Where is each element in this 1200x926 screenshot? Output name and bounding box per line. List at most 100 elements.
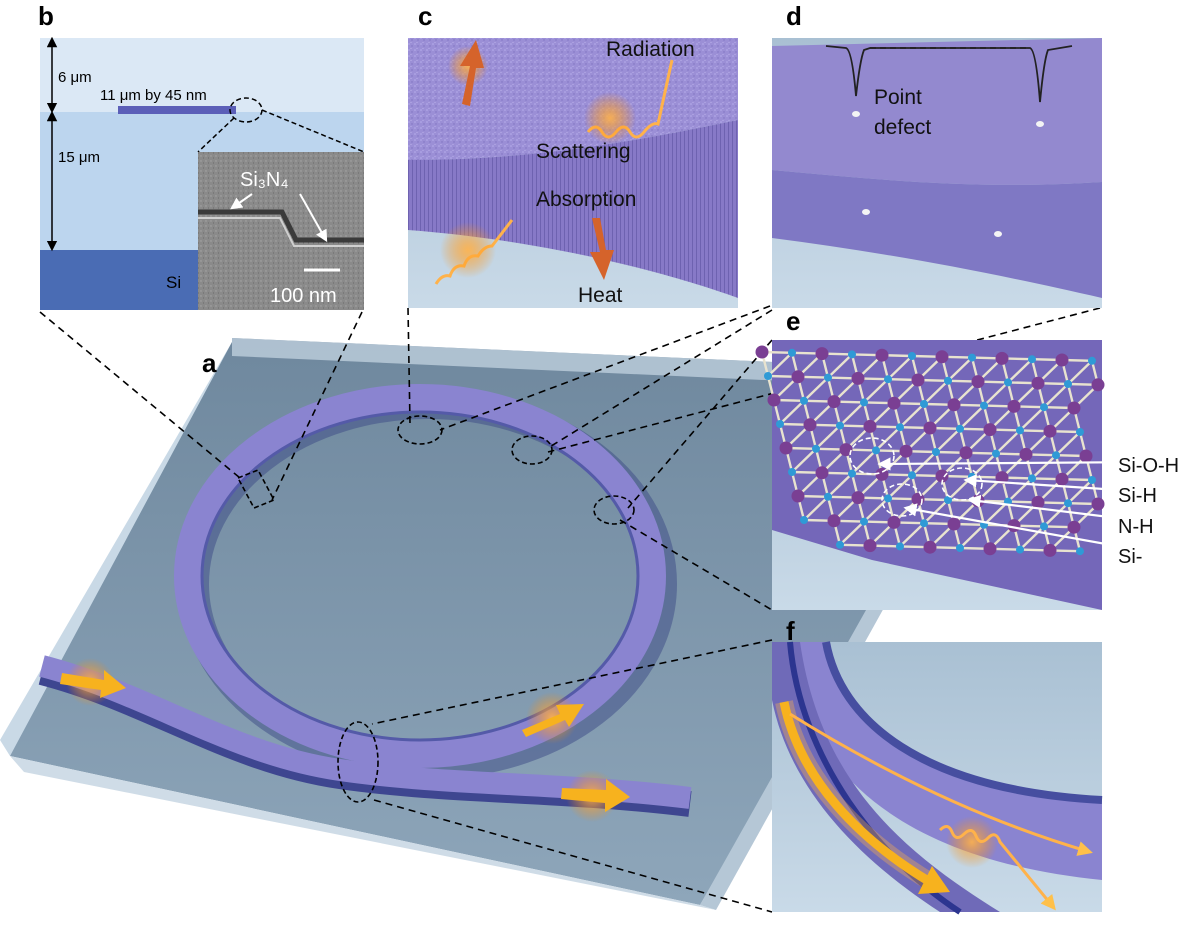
bond-label-0: Si-O-H (1118, 455, 1179, 477)
lattice-bond (1019, 406, 1045, 432)
waveguide-cross-section (118, 106, 236, 114)
lattice-bond (887, 355, 913, 381)
light-arrow-out (561, 770, 630, 822)
nitrogen-atom (800, 396, 808, 405)
point-defect-2 (1036, 121, 1044, 127)
nitrogen-atom (848, 469, 856, 478)
lattice-bond (827, 472, 853, 498)
silicon-atom (827, 395, 841, 409)
silicon-atom (779, 441, 793, 455)
sem-arrow-right (299, 193, 328, 243)
nitrogen-atom (944, 496, 952, 504)
panel-d-waveguide-top (772, 38, 1102, 185)
lattice-bond (827, 353, 853, 379)
ring-waveguide (174, 384, 666, 768)
label-heat: Heat (578, 284, 623, 307)
nitrogen-atom (1076, 428, 1084, 436)
lattice-bond (1007, 477, 1033, 503)
lattice-bond (899, 403, 925, 429)
scale-bar-label: 100 nm (270, 285, 337, 307)
point-defect-4 (994, 231, 1002, 237)
nitrogen-atom (848, 350, 856, 359)
panel-label-f: f (786, 616, 795, 646)
silicon-atom (875, 348, 889, 362)
silicon-atom (995, 471, 1009, 485)
sem-material-label: Si₃N₄ (240, 169, 289, 191)
silicon-atom (1043, 543, 1057, 557)
nitrogen-atom (800, 516, 808, 524)
lattice-bond (959, 404, 985, 430)
nitrogen-atom (860, 517, 868, 526)
nitrogen-atom (1088, 476, 1096, 484)
silicon-atom (947, 398, 961, 412)
panel-b: b 6 μm 11 μm by 45 nm 15 μm Si 100 nm Si… (38, 1, 365, 310)
ring-light-ray (789, 712, 1093, 856)
silicon-atom (983, 423, 997, 437)
nitrogen-atom (896, 542, 904, 551)
silicon-atom (863, 539, 877, 553)
silicon-atom (971, 375, 985, 389)
lattice-bond (839, 401, 865, 427)
nitrogen-atom (812, 444, 820, 453)
radiation-arrow (448, 40, 488, 106)
nitrogen-atom (932, 448, 940, 456)
nitrogen-atom (1004, 378, 1012, 387)
substrate-label: Si (166, 273, 181, 292)
incoming-photon-glow (440, 222, 496, 278)
lattice-bond (983, 500, 1009, 526)
silicon-atom (839, 443, 853, 457)
silicon-atom (1091, 497, 1105, 511)
bond-label-1: Si-H (1118, 485, 1157, 507)
nitrogen-atom (824, 373, 832, 382)
nitrogen-atom (1028, 355, 1036, 364)
silicon-atom (959, 446, 973, 460)
lattice-bond (1019, 525, 1045, 551)
silicon-atom (1055, 353, 1069, 367)
zoom-circle-f (337, 721, 379, 803)
panel-f: f (772, 616, 1103, 915)
cross-section-marker (236, 468, 276, 510)
silicon-atom (1091, 378, 1105, 392)
nitrogen-atom (980, 401, 988, 410)
silicon-atom (1031, 495, 1045, 509)
nitrogen-atom (956, 544, 964, 552)
nitrogen-atom (788, 348, 796, 357)
panel-d-waveguide-side (772, 170, 1102, 298)
nitrogen-atom (1064, 499, 1072, 508)
nitrogen-atom (788, 468, 796, 476)
scattered-photon-f (938, 816, 1056, 911)
silicon-atom (851, 491, 865, 505)
nitrogen-atom (884, 375, 892, 384)
silicon-atom (827, 514, 841, 528)
lattice-bond (863, 378, 889, 404)
nitrogen-atom (836, 421, 844, 430)
panel-label-b: b (38, 1, 54, 31)
lattice-bond (767, 351, 793, 377)
silicon-atom (887, 515, 901, 529)
sem-connector-right (261, 109, 365, 153)
sem-connector-left (197, 117, 235, 153)
lattice-bond (947, 356, 973, 382)
lattice-bond (1043, 383, 1069, 409)
lattice-bond (1043, 502, 1069, 528)
zoom-circle-d (511, 435, 553, 465)
nitrogen-atom (908, 352, 916, 360)
lattice-bond (923, 499, 949, 525)
lattice-bond (935, 427, 961, 453)
bottom-cladding-thickness: 15 μm (58, 149, 100, 166)
bond-label-2: N-H (1118, 516, 1154, 538)
lattice-bond (1055, 431, 1081, 457)
silicon-atom (1031, 376, 1045, 390)
top-cladding-thickness: 6 μm (58, 69, 92, 86)
lattice-bond (851, 449, 877, 475)
lattice-bond (839, 520, 865, 546)
nitrogen-atom (1052, 451, 1060, 460)
nitrogen-atom (1016, 545, 1024, 554)
point-defect-1 (852, 111, 860, 117)
nitrogen-atom (992, 449, 1000, 458)
silicon-atom (1067, 520, 1081, 534)
zoom-connectors (39, 305, 1101, 913)
nitrogen-atom (908, 471, 916, 480)
lattice-bond (899, 522, 925, 548)
bond-highlights (849, 437, 983, 517)
